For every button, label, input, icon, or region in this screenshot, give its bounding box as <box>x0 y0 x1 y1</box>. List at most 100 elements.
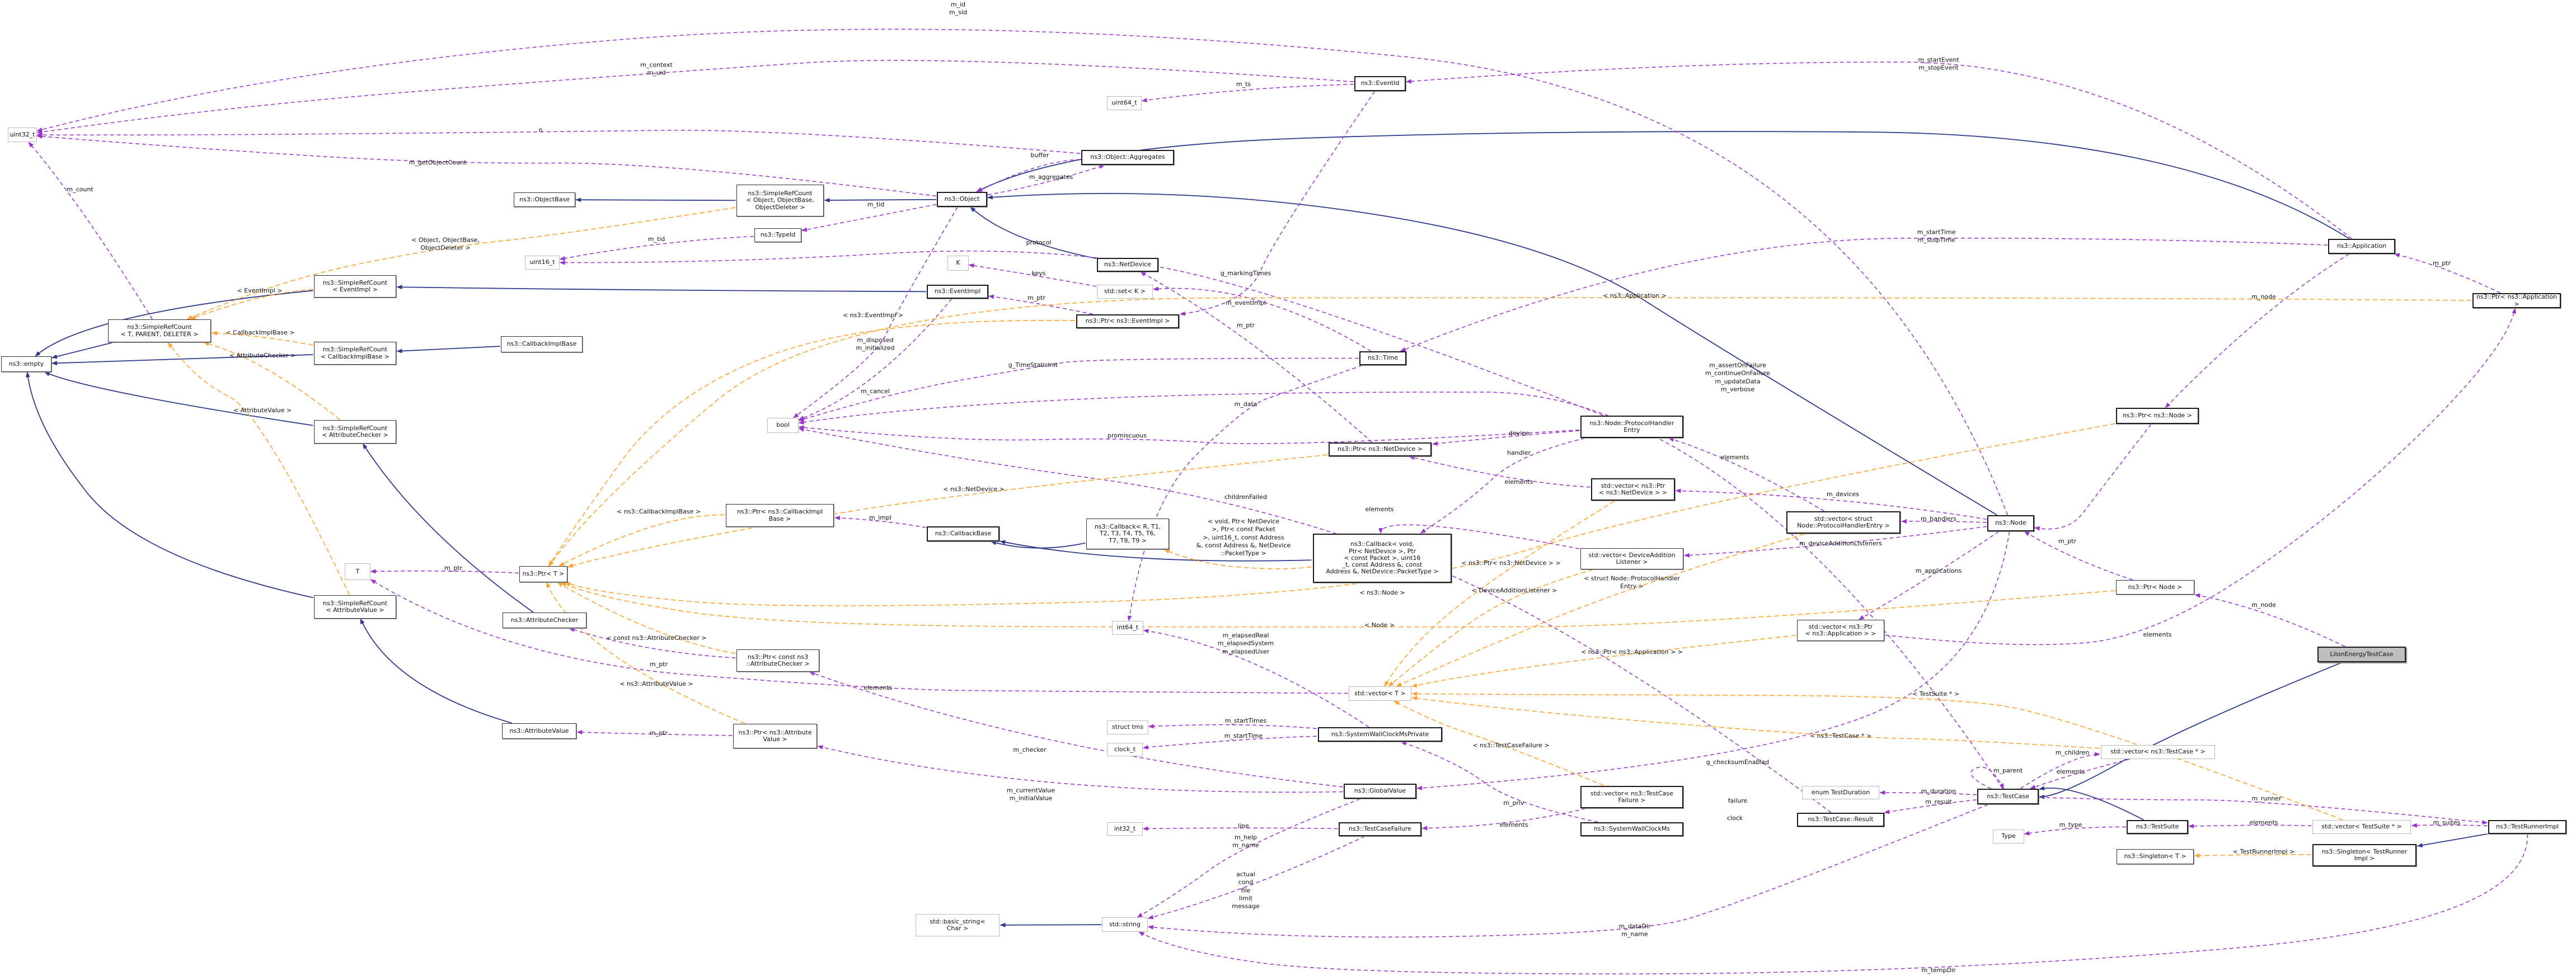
node-eventimpl[interactable]: ns3::EventImpl <box>927 285 988 299</box>
edge-src_ac-to-empty <box>44 371 313 426</box>
node-liion[interactable]: LiIonEnergyTestCase <box>2317 647 2406 662</box>
node-typeid[interactable]: ns3::TypeId <box>754 228 801 242</box>
edge-liion-to-ptr_node_l <box>2194 593 2345 647</box>
edge-eventimpl-to-bool <box>798 298 952 420</box>
node-ptr_node_l[interactable]: ns3::Ptr< Node > <box>2116 580 2194 595</box>
edge-eventid-to-uint32 <box>36 60 1354 134</box>
edge-ptr_application-to-ptr_t <box>548 297 2472 567</box>
node-globalvalue[interactable]: ns3::GlobalValue <box>1344 784 1416 799</box>
node-singleton_t[interactable]: ns3::Singleton< T > <box>2117 849 2194 864</box>
edge-testcasefailure-to-stdstring <box>1147 836 1366 920</box>
edge-vec_tcf-to-testcasefailure <box>1421 808 1586 831</box>
node-src_cib[interactable]: ns3::SimpleRefCount < CallbackImplBase > <box>314 342 396 365</box>
edge-liion-to-testcase <box>2039 662 2343 799</box>
edge-ptr_application-to-application <box>2394 253 2501 294</box>
node-src_ac[interactable]: ns3::SimpleRefCount < AttributeChecker > <box>314 420 396 444</box>
edge-testrunnerimpl-to-singleton_tri <box>2417 833 2488 847</box>
node-empty[interactable]: ns3::empty <box>1 356 51 372</box>
node-callback_void[interactable]: ns3::Callback< void, Ptr< NetDevice >, P… <box>1313 534 1452 583</box>
edge-testrunnerimpl-to-vec_tsp <box>2411 823 2488 828</box>
edge-application-to-eventid <box>1405 62 2352 239</box>
node-aggregates[interactable]: ns3::Object::Aggregates <box>1081 150 1174 165</box>
node-ptr_av[interactable]: ns3::Ptr< ns3::Attribute Value > <box>733 724 817 748</box>
node-ptr_netdevice[interactable]: ns3::Ptr< ns3::NetDevice > <box>1329 442 1432 456</box>
node-ptr_constac[interactable]: ns3::Ptr< const ns3 ::AttributeChecker > <box>736 649 819 672</box>
edge-testsuite-to-type_box <box>2024 826 2126 836</box>
node-vec_ptr_app[interactable]: std::vector< ns3::Ptr < ns3::Application… <box>1797 620 1884 641</box>
node-ptr_cib[interactable]: ns3::Ptr< ns3::CallbackImpl Base > <box>726 504 834 527</box>
edge-object-to-bool <box>793 206 958 418</box>
edge-ptr_eventimpl-to-ptr_t <box>548 319 1076 567</box>
node-application[interactable]: ns3::Application <box>2328 239 2395 254</box>
edge-src_eventimpl-to-src_tpd <box>190 289 313 320</box>
edge-time-to-int64 <box>1127 365 1363 621</box>
edge-ptr_eventimpl-to-eventimpl <box>988 294 1094 315</box>
node-objectbase[interactable]: ns3::ObjectBase <box>514 192 575 207</box>
edge-src_cib-to-empty <box>51 354 313 366</box>
edge-globalvalue-to-ptr_av <box>817 745 1343 793</box>
edge-testcase-to-stdstring <box>1147 804 1988 937</box>
node-callbackbase[interactable]: ns3::CallbackBase <box>927 526 1000 541</box>
node-ptr_t[interactable]: ns3::Ptr< T > <box>519 566 567 582</box>
edge-vec_tcp-to-vec_t <box>1411 696 2100 749</box>
node-src_tpd[interactable]: ns3::SimpleRefCount < T, PARENT, DELETER… <box>108 319 211 342</box>
edge-src_tpd-to-empty <box>51 342 113 359</box>
edge-vec_ptr_netdevice-to-ptr_netdevice <box>1409 455 1590 488</box>
node-set_k: std::set< K > <box>1097 285 1153 299</box>
node-testsuite[interactable]: ns3::TestSuite <box>2127 820 2188 834</box>
edge-testrunnerimpl-to-stdstring <box>1138 834 2528 974</box>
node-vec_ptr_netdevice[interactable]: std::vector< ns3::Ptr < ns3::NetDevice >… <box>1591 478 1675 501</box>
node-k_box: K <box>947 256 969 271</box>
node-callbackimplbase[interactable]: ns3::CallbackImplBase <box>501 336 583 352</box>
node-vec_dal[interactable]: std::vector< DeviceAddition Listener > <box>1580 548 1683 569</box>
node-int64: int64_t <box>1112 621 1143 635</box>
node-ptr_application[interactable]: ns3::Ptr< ns3::Application > <box>2472 293 2561 308</box>
node-node[interactable]: ns3::Node <box>1987 515 2034 531</box>
node-vec_phe[interactable]: std::vector< struct Node::ProtocolHandle… <box>1786 511 1901 534</box>
edge-vec_phe-to-vec_t <box>1396 533 1805 687</box>
edge-eventimpl-to-src_eventimpl <box>396 285 926 293</box>
node-src_av[interactable]: ns3::SimpleRefCount < AttributeValue > <box>314 595 396 619</box>
node-vec_t: std::vector< T > <box>1349 686 1411 701</box>
node-ptr_node_u[interactable]: ns3::Ptr< ns3::Node > <box>2116 408 2199 424</box>
edge-src_cib-to-src_tpd <box>211 331 313 346</box>
node-sysprivate[interactable]: ns3::SystemWallClockMsPrivate <box>1318 727 1442 742</box>
edge-callbackbase-to-ptr_cib <box>834 515 926 528</box>
edge-src_av-to-src_tpd <box>167 342 350 595</box>
edge-testcase-to-enum_td <box>1879 790 1977 795</box>
edge-netdevice-to-object <box>970 206 1097 260</box>
node-object[interactable]: ns3::Object <box>937 192 987 207</box>
edge-aggregates-to-object <box>977 159 1081 192</box>
node-src_ood[interactable]: ns3::SimpleRefCount < Object, ObjectBase… <box>736 185 824 216</box>
edge-vec_phe-to-phe <box>1668 437 1824 512</box>
node-phe[interactable]: ns3::Node::ProtocolHandler Entry <box>1580 416 1683 438</box>
edge-eventid-to-ptr_eventimpl <box>1179 91 1376 316</box>
edge-testsuite-to-testcase <box>2039 786 2144 821</box>
node-netdevice[interactable]: ns3::NetDevice <box>1097 258 1158 272</box>
node-testrunnerimpl[interactable]: ns3::TestRunnerImpl <box>2488 820 2566 834</box>
edge-sysprivate-to-structtms <box>1148 724 1317 729</box>
edge-node-to-object <box>987 193 1997 516</box>
edge-object-to-uint32 <box>36 134 937 197</box>
node-syswcms[interactable]: ns3::SystemWallClockMs <box>1580 822 1683 836</box>
node-attributevalue[interactable]: ns3::AttributeValue <box>502 723 576 739</box>
node-testcase[interactable]: ns3::TestCase <box>1977 789 2039 804</box>
edge-ptr_netdevice-to-netdevice <box>1140 271 1373 443</box>
node-testcasefailure[interactable]: ns3::TestCaseFailure <box>1339 822 1421 836</box>
edge-set_k-to-k_box <box>968 263 1097 287</box>
edge-eventid-to-uint64 <box>1141 84 1354 103</box>
node-singleton_tri[interactable]: ns3::Singleton< TestRunner Impl > <box>2312 844 2417 866</box>
node-callback_r[interactable]: ns3::Callback< R, T1, T2, T3, T4, T5, T6… <box>1086 519 1169 549</box>
node-ptr_eventimpl[interactable]: ns3::Ptr< ns3::EventImpl > <box>1076 314 1179 328</box>
node-time[interactable]: ns3::Time <box>1359 351 1406 365</box>
node-src_eventimpl[interactable]: ns3::SimpleRefCount < EventImpl > <box>314 275 396 298</box>
edge-phe-to-uint16 <box>559 251 1603 416</box>
edge-ptr_node_l-to-ptr_t <box>560 582 2115 628</box>
node-result[interactable]: ns3::TestCase::Result <box>1797 813 1884 827</box>
node-attributechecker[interactable]: ns3::AttributeChecker <box>503 613 586 628</box>
node-int32: int32_t <box>1107 822 1143 836</box>
node-eventid[interactable]: ns3::EventId <box>1354 76 1406 91</box>
edge-node-to-vec_ptr_app <box>1859 531 1999 620</box>
edge-ptr_constac-to-ptr_t <box>557 582 736 654</box>
node-vec_tcf[interactable]: std::vector< ns3::TestCase Failure > <box>1580 786 1683 808</box>
